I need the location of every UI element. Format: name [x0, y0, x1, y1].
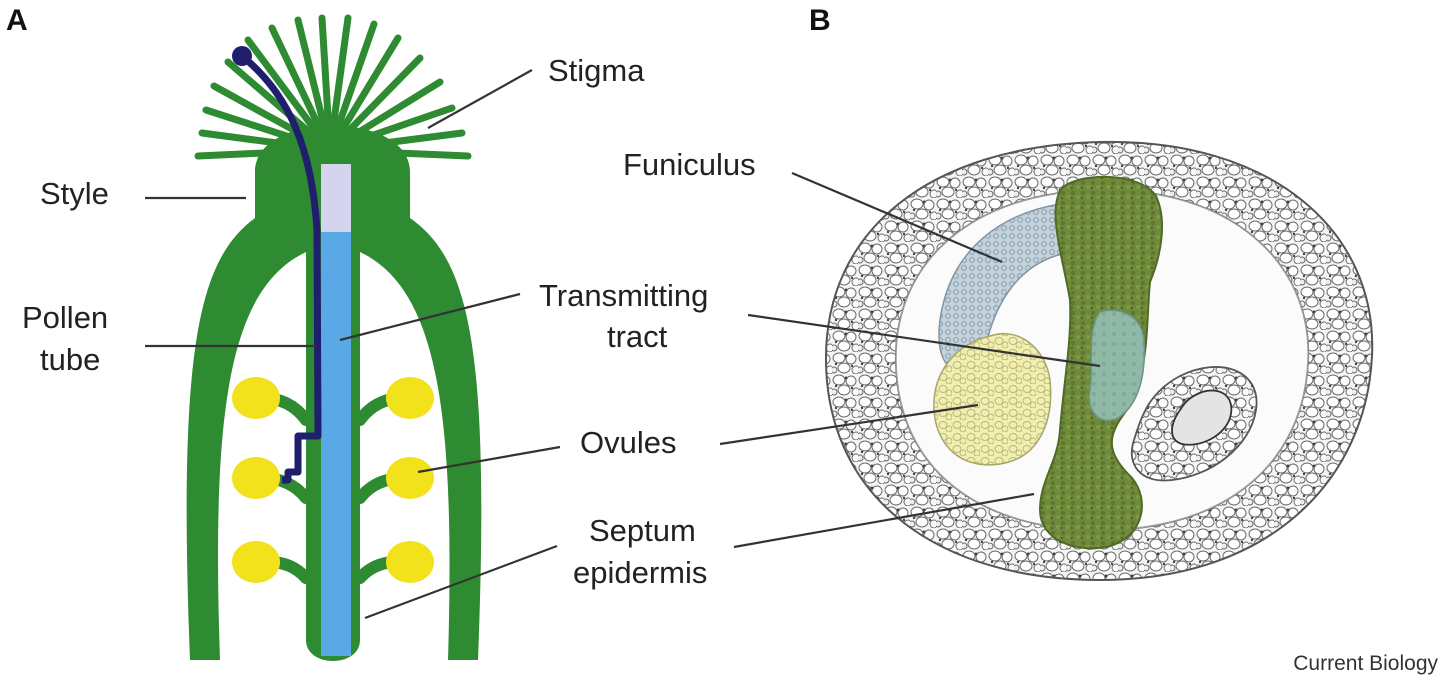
- ovule-tissue: [933, 333, 1052, 466]
- funiculus-label: Funiculus: [623, 147, 756, 182]
- transmitting-tract-label-line1: Transmitting: [539, 278, 708, 313]
- septum-epidermis-label-line2: epidermis: [573, 555, 707, 590]
- pollen-grain: [232, 46, 252, 66]
- ovule: [386, 541, 434, 583]
- ovule: [232, 541, 280, 583]
- transmitting-tract-leader-a: [339, 292, 521, 342]
- transmitting-tract-leader-b: [747, 313, 1101, 368]
- septum-epidermis-label-line1: Septum: [589, 513, 696, 548]
- ovules-label: Ovules: [580, 425, 676, 460]
- panel-a-letter: A: [6, 4, 28, 37]
- ovule: [386, 457, 434, 499]
- ovules-schematic: [232, 377, 434, 583]
- stigma-label: Stigma: [548, 53, 645, 88]
- funiculus-leader: [791, 171, 1003, 264]
- transmitting-tract-top: [321, 164, 351, 234]
- style-label: Style: [40, 176, 109, 211]
- ovule-section-right-core: [1171, 389, 1233, 446]
- transmitting-tract-tissue: [1088, 309, 1146, 421]
- transmitting-tract-label-line2: tract: [607, 319, 668, 354]
- septum-epidermis-leader-b: [733, 492, 1035, 549]
- pistil-schematic: [186, 14, 482, 661]
- ovule: [232, 457, 280, 499]
- stigma-leader: [427, 69, 533, 129]
- pollen-tube-label-line2: tube: [40, 342, 100, 377]
- ovules-leader-b: [719, 403, 979, 446]
- panel-b-letter: B: [809, 4, 831, 37]
- pollen-tube-label-line1: Pollen: [22, 300, 108, 335]
- ovary-cross-section: [824, 140, 1374, 582]
- journal-credit: Current Biology: [1293, 652, 1438, 675]
- septum-epidermis-leader-a: [364, 544, 558, 620]
- ovules-leader-a: [417, 445, 561, 474]
- ovule: [232, 377, 280, 419]
- ovule: [386, 377, 434, 419]
- pollen-tube: [239, 53, 322, 484]
- transmitting-tract: [321, 232, 351, 656]
